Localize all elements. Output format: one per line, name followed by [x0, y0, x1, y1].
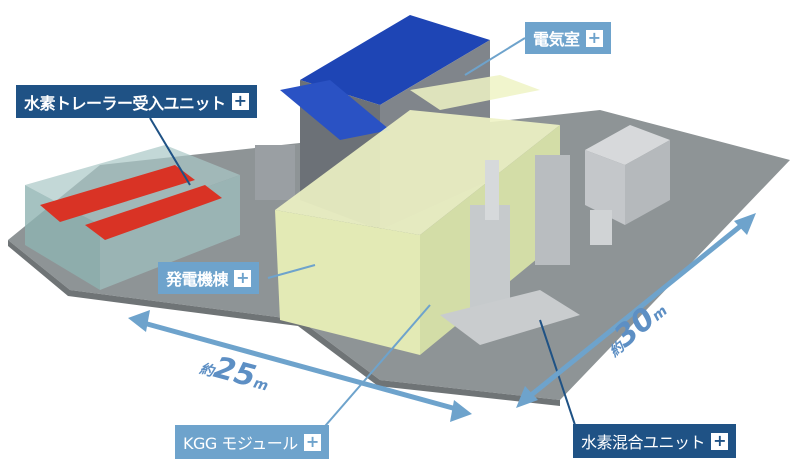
- electric-room-label-text: 電気室: [533, 30, 580, 49]
- generator-building-label[interactable]: 発電機棟 +: [158, 262, 260, 294]
- hydrogen-trailer-unit: [25, 145, 240, 290]
- mixing-unit-label[interactable]: 水素混合ユニット +: [573, 424, 737, 458]
- exhaust-stack: [440, 155, 580, 345]
- width-dimension-arrow: [128, 310, 472, 422]
- electric-room-label[interactable]: 電気室 +: [525, 22, 611, 54]
- plus-icon[interactable]: +: [231, 93, 249, 110]
- generator-building-label-text: 発電機棟: [166, 270, 229, 289]
- plus-icon[interactable]: +: [711, 432, 729, 450]
- leader-lines: [267, 37, 526, 441]
- plus-icon[interactable]: +: [585, 29, 603, 47]
- trailer-unit-label[interactable]: 水素トレーラー受入ユニット +: [16, 85, 257, 118]
- cooling-unit: [585, 125, 670, 245]
- platform-edge: [8, 240, 560, 406]
- kgg-module-label[interactable]: KGG モジュール +: [175, 425, 329, 459]
- depth-dimension-arrow: [516, 213, 756, 408]
- kgg-module-label-text: KGG モジュール: [183, 434, 298, 453]
- plus-icon[interactable]: +: [234, 269, 252, 287]
- plus-icon[interactable]: +: [303, 433, 321, 451]
- mixing-unit-label-text: 水素混合ユニット: [581, 433, 706, 452]
- trailer-unit-label-text: 水素トレーラー受入ユニット: [24, 93, 226, 113]
